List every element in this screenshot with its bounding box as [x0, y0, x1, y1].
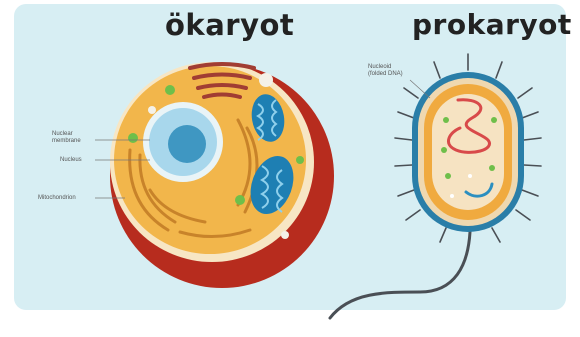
nuclear-membrane-label: Nuclear membrane: [52, 131, 81, 145]
prokaryotic-cell: [330, 54, 541, 318]
flagellum: [330, 232, 470, 318]
nucleolus: [168, 125, 206, 163]
prokaryote-title: prokaryot: [412, 8, 572, 41]
mitochondrion-label: Mitochondrion: [38, 195, 76, 202]
eukaryote-title: ökaryot: [165, 8, 294, 42]
nucleus-label: Nucleus: [60, 157, 82, 164]
nucleoid-label: Nucleoid (folded DNA): [368, 64, 403, 78]
eukaryotic-cell: [95, 62, 334, 288]
